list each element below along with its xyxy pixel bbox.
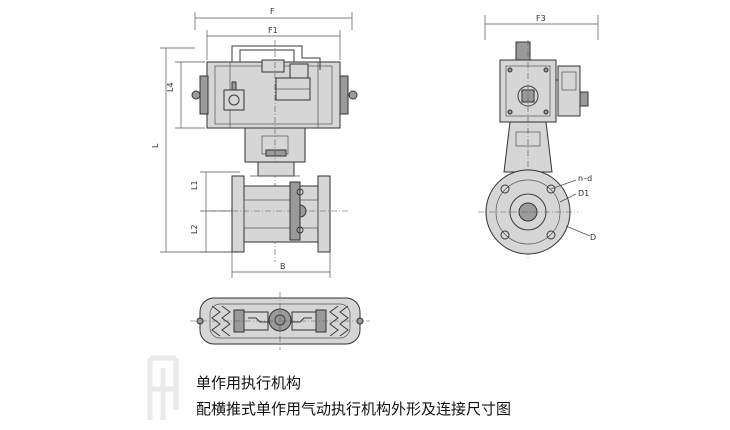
dim-label-L4: L4 bbox=[166, 82, 175, 92]
caption-title: 单作用执行机构 bbox=[196, 374, 302, 392]
caption-subtitle: 配横推式单作用气动执行机构外形及连接尺寸图 bbox=[196, 400, 512, 418]
label-n-d: n–d bbox=[578, 174, 592, 183]
dim-label-L2: L2 bbox=[190, 224, 199, 234]
dim-label-F1: F1 bbox=[268, 26, 278, 35]
side-view: F3 n–d D1 D bbox=[478, 14, 599, 258]
dim-label-F3: F3 bbox=[536, 14, 546, 23]
dim-label-B: B bbox=[280, 262, 286, 271]
section-view bbox=[190, 292, 370, 350]
dim-label-F: F bbox=[270, 7, 275, 16]
watermark-logo bbox=[147, 355, 179, 420]
dim-label-L1: L1 bbox=[190, 180, 199, 190]
dim-label-L: L bbox=[151, 143, 160, 148]
front-view: F F1 L L4 L1 L2 bbox=[151, 7, 358, 278]
label-D1: D1 bbox=[578, 189, 589, 198]
label-D: D bbox=[590, 233, 596, 242]
